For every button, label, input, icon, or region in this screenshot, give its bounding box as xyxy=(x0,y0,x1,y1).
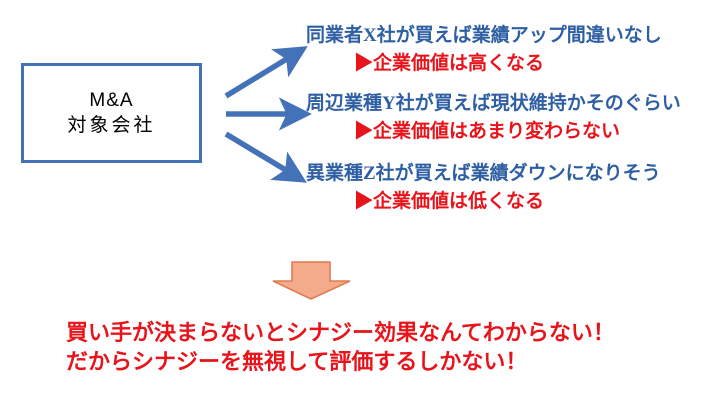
branch-3: 異業種Z社が買えば業績ダウンになりそう ▶企業価値は低くなる xyxy=(306,162,661,214)
bottom-line-2: だからシナジーを無視して評価するしかない！ xyxy=(66,349,528,374)
arrow-up-right xyxy=(224,46,308,99)
branch-2-headline: 周辺業種Y社が買えば現状維持かそのぐらい xyxy=(306,93,681,114)
source-box-line-2: 対象会社 xyxy=(67,115,156,136)
bottom-conclusion: 買い手が決まらないとシナジー効果なんてわからない！ だからシナジーを無視して評価… xyxy=(66,318,666,376)
branch-2-conclusion: ▶企業価値はあまり変わらない xyxy=(354,121,621,142)
branch-3-conclusion: ▶企業価値は低くなる xyxy=(354,191,545,212)
source-box-line-1: M&A xyxy=(89,90,134,111)
source-box: M&A 対象会社 xyxy=(21,63,202,163)
branch-1-headline: 同業者X社が買えば業績アップ間違いなし xyxy=(306,25,662,46)
branch-3-headline: 異業種Z社が買えば業績ダウンになりそう xyxy=(306,163,661,184)
branch-2: 周辺業種Y社が買えば現状維持かそのぐらい ▶企業価値はあまり変わらない xyxy=(306,92,681,144)
down-block-arrow-icon xyxy=(272,261,351,300)
branch-1: 同業者X社が買えば業績アップ間違いなし ▶企業価値は高くなる xyxy=(306,24,662,76)
bottom-line-1: 買い手が決まらないとシナジー効果なんてわからない！ xyxy=(66,320,615,345)
branch-1-conclusion: ▶企業価値は高くなる xyxy=(354,53,545,74)
arrow-down-right xyxy=(224,131,307,183)
